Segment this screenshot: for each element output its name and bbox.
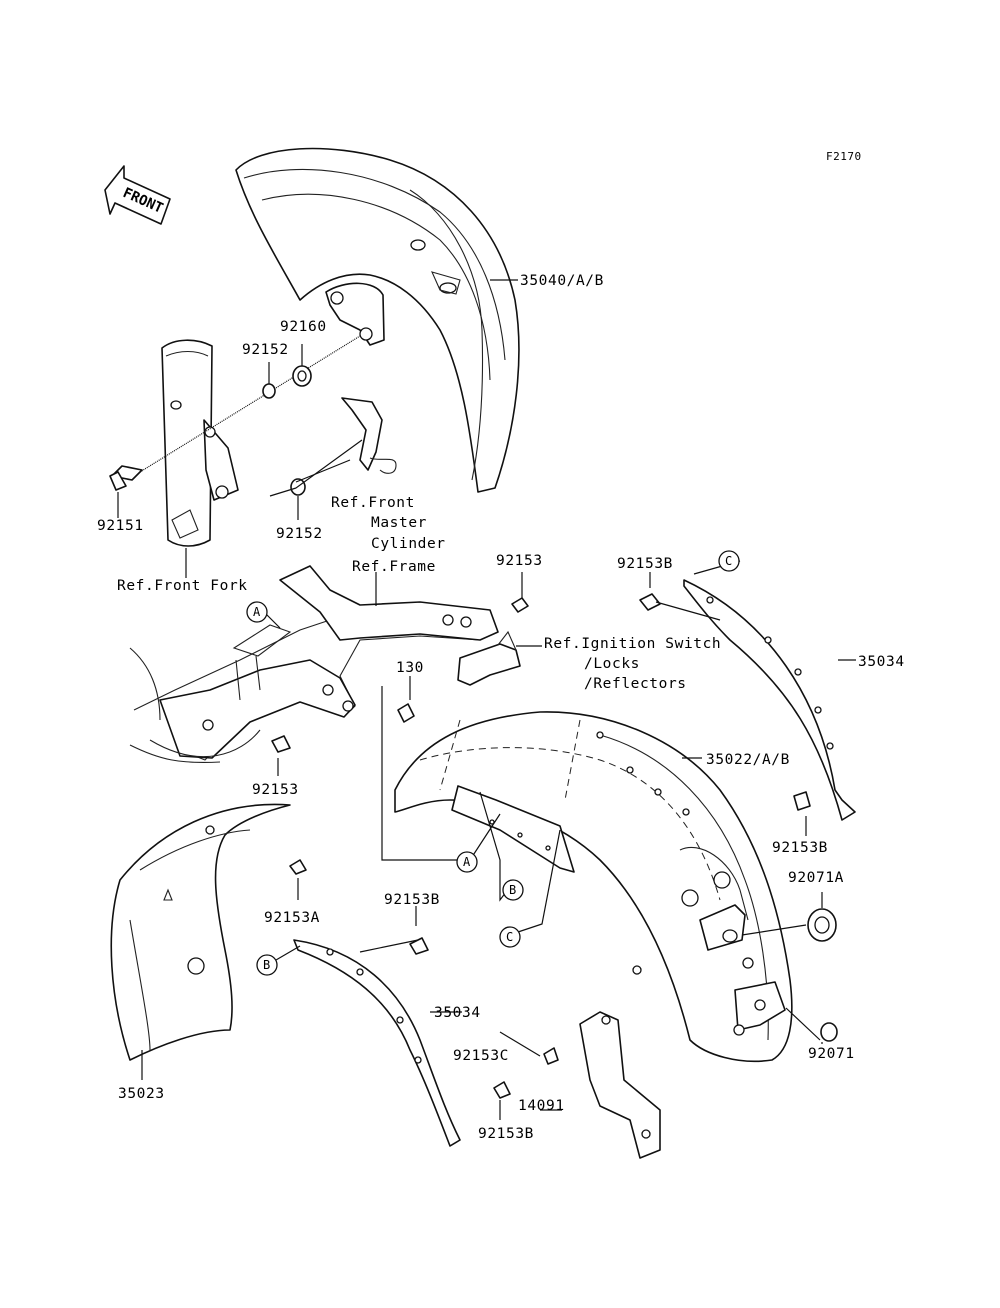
label-92160: 92160 bbox=[280, 319, 327, 335]
label-92153-left: 92153 bbox=[252, 782, 299, 798]
washer-92152-top bbox=[262, 383, 276, 399]
nut-92153B-mid bbox=[409, 937, 429, 955]
ref-ignition-3: /Reflectors bbox=[584, 676, 687, 692]
ref-ignition-2: /Locks bbox=[584, 656, 640, 672]
nut-92153B-right bbox=[793, 791, 811, 811]
label-92153B-top: 92153B bbox=[617, 556, 673, 572]
front-fender bbox=[235, 147, 520, 493]
figure-code: F2170 bbox=[826, 150, 862, 163]
ref-ignition-1: Ref.Ignition Switch bbox=[544, 636, 721, 652]
fender-rail-right bbox=[683, 579, 856, 821]
frame bbox=[129, 565, 499, 763]
label-92153A: 92153A bbox=[264, 910, 320, 926]
inner-fender bbox=[110, 803, 291, 1061]
svg-text:A: A bbox=[253, 605, 261, 619]
spacer-92160 bbox=[292, 365, 312, 387]
callout-b-bracket: B bbox=[256, 954, 278, 976]
callout-c-fender: C bbox=[499, 926, 521, 948]
grommet-92071A bbox=[807, 908, 837, 942]
hose-clip bbox=[341, 397, 397, 474]
callout-a-frame: A bbox=[246, 601, 268, 623]
front-fork bbox=[161, 339, 239, 547]
label-92153C: 92153C bbox=[453, 1048, 509, 1064]
bolt-92153-top bbox=[511, 597, 529, 613]
ref-front-master-3: Cylinder bbox=[371, 536, 446, 552]
leader-lines bbox=[117, 279, 856, 1120]
label-92153B-bottom: 92153B bbox=[478, 1126, 534, 1142]
ref-frame: Ref.Frame bbox=[352, 559, 436, 575]
callout-c-rail: C bbox=[718, 550, 740, 572]
label-35034-left: 35034 bbox=[434, 1005, 481, 1021]
grommet-92071 bbox=[820, 1022, 838, 1042]
bolt-130 bbox=[397, 703, 415, 723]
callout-b-fender: B bbox=[502, 879, 524, 901]
label-14091: 14091 bbox=[518, 1098, 565, 1114]
bolt-92153-left bbox=[271, 735, 291, 753]
label-35023: 35023 bbox=[118, 1086, 165, 1102]
fender-rail-left bbox=[293, 939, 461, 1147]
ignition-bracket bbox=[457, 630, 521, 686]
label-35022: 35022/A/B bbox=[706, 752, 790, 768]
label-35034-right: 35034 bbox=[858, 654, 905, 670]
bracket-14091 bbox=[579, 1011, 661, 1159]
svg-text:A: A bbox=[463, 855, 471, 869]
label-92071A: 92071A bbox=[788, 870, 844, 886]
nut-92153C bbox=[543, 1047, 559, 1065]
front-arrow-icon: FRONT bbox=[104, 165, 171, 225]
svg-text:C: C bbox=[506, 930, 513, 944]
bolt-92151 bbox=[109, 335, 361, 491]
svg-text:B: B bbox=[509, 883, 516, 897]
nut-92153B-top bbox=[639, 593, 661, 611]
label-35040: 35040/A/B bbox=[520, 273, 604, 289]
label-92153B-right: 92153B bbox=[772, 840, 828, 856]
label-92151: 92151 bbox=[97, 518, 144, 534]
label-92153B-mid: 92153B bbox=[384, 892, 440, 908]
label-92152-top: 92152 bbox=[242, 342, 289, 358]
label-92071: 92071 bbox=[808, 1046, 855, 1062]
svg-text:C: C bbox=[725, 554, 732, 568]
label-130: 130 bbox=[396, 660, 424, 676]
nut-92153B-bottom bbox=[493, 1081, 511, 1099]
rear-fender bbox=[394, 711, 793, 1063]
svg-text:B: B bbox=[263, 958, 270, 972]
ref-front-master-2: Master bbox=[371, 515, 427, 531]
ref-front-fork: Ref.Front Fork bbox=[117, 578, 248, 594]
nut-92153A bbox=[289, 859, 307, 875]
callout-a-fender: A bbox=[456, 851, 478, 873]
label-92152-bottom: 92152 bbox=[276, 526, 323, 542]
ref-front-master-1: Ref.Front bbox=[331, 495, 415, 511]
label-92153-top: 92153 bbox=[496, 553, 543, 569]
